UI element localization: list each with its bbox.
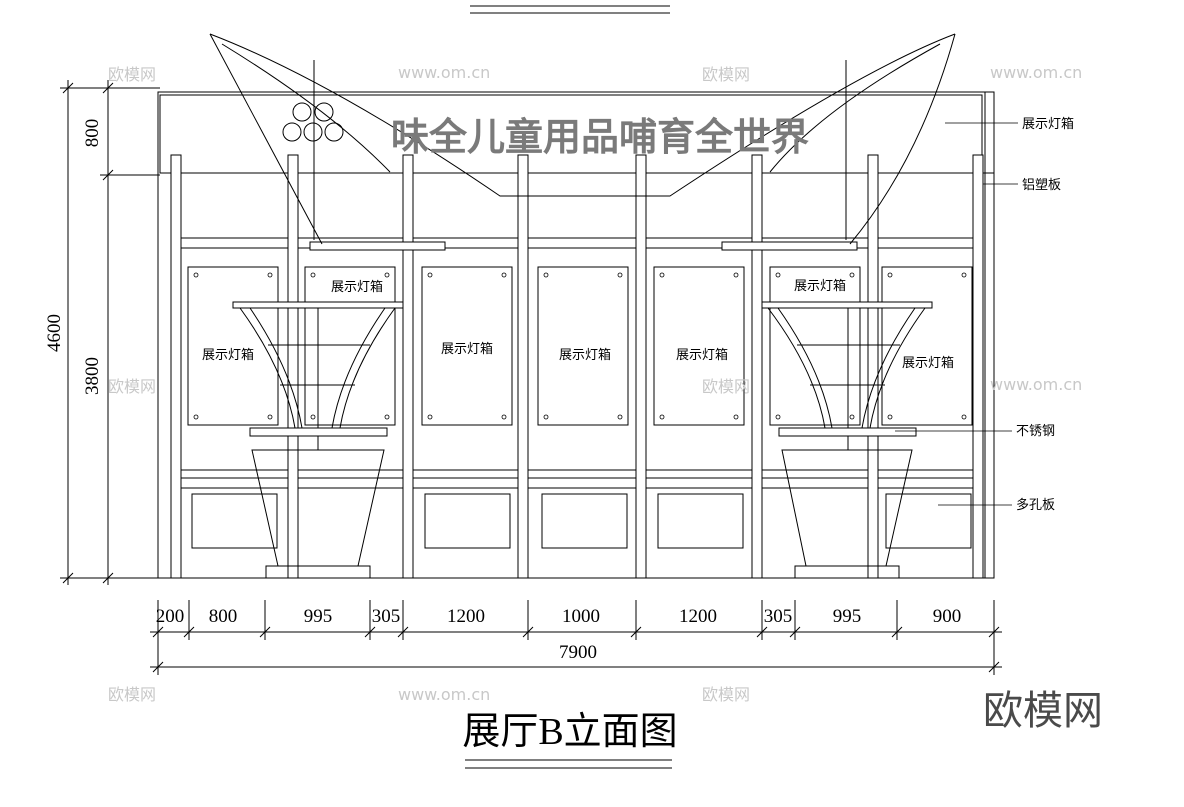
dim-h-3: 995 — [304, 606, 333, 627]
brand-logo — [282, 102, 344, 142]
dim-vertical-top: 800 — [82, 119, 103, 148]
watermark-logo: 欧模网 — [702, 685, 750, 704]
callout-aluminium-panel: 铝塑板 — [1022, 178, 1061, 193]
panel-labels: 展示灯箱 展示灯箱 展示灯箱 展示灯箱 展示灯箱 展示灯箱 展示灯箱 — [202, 278, 954, 371]
watermark-site: www.om.cn — [398, 63, 490, 82]
vertical-dimensions: 4600 800 3800 — [44, 80, 160, 585]
display-stand-left — [232, 301, 404, 579]
dim-h-4: 305 — [372, 606, 401, 627]
panel-label-7: 展示灯箱 — [902, 355, 954, 371]
dim-h-2: 800 — [209, 606, 238, 627]
dim-h-1: 200 — [156, 606, 185, 627]
panel-label-2: 展示灯箱 — [331, 279, 383, 295]
panel-label-3: 展示灯箱 — [441, 341, 493, 357]
callouts: 展示灯箱 铝塑板 不锈钢 多孔板 — [895, 116, 1074, 513]
watermark-site: www.om.cn — [990, 375, 1082, 394]
drawing-title: 展厅B立面图 — [462, 711, 678, 769]
panel-label-4: 展示灯箱 — [559, 347, 611, 363]
dim-h-total: 7900 — [559, 642, 597, 663]
brand-text: 味全儿童用品哺育全世界 — [391, 115, 809, 159]
dim-h-6: 1000 — [562, 606, 600, 627]
callout-stainless-steel: 不锈钢 — [1016, 424, 1055, 439]
dim-vertical-overall: 4600 — [44, 314, 65, 352]
panel-label-1: 展示灯箱 — [202, 347, 254, 363]
callout-lightbox: 展示灯箱 — [1022, 116, 1074, 132]
watermark-logo-large: 欧模网 — [983, 688, 1103, 734]
decorative-swoosh — [209, 33, 956, 245]
dim-h-5: 1200 — [447, 606, 485, 627]
watermark-logo: 欧模网 — [108, 377, 156, 396]
lower-boards — [191, 493, 972, 549]
columns — [170, 154, 984, 579]
watermarks: www.om.cn 欧模网 欧模网 www.om.cn 欧模网 欧模网 www.… — [108, 63, 1103, 734]
lightbox-panels — [187, 266, 973, 426]
watermark-logo: 欧模网 — [108, 685, 156, 704]
watermark-logo: 欧模网 — [702, 65, 750, 84]
display-stand-right — [761, 301, 933, 579]
dim-vertical-main: 3800 — [82, 357, 103, 395]
callout-perforated-board: 多孔板 — [1016, 497, 1055, 513]
panel-label-6: 展示灯箱 — [794, 278, 846, 294]
top-shelves — [309, 241, 858, 251]
dim-h-10: 900 — [933, 606, 962, 627]
drawing-title-text: 展厅B立面图 — [462, 711, 677, 753]
watermark-logo: 欧模网 — [702, 377, 750, 396]
dim-h-7: 1200 — [679, 606, 717, 627]
dim-h-8: 305 — [764, 606, 793, 627]
watermark-site: www.om.cn — [398, 685, 490, 704]
watermark-site: www.om.cn — [990, 63, 1082, 82]
panel-label-5: 展示灯箱 — [676, 347, 728, 363]
horizontal-dimensions: 200 800 995 305 1200 1000 1200 305 995 9… — [150, 600, 1002, 675]
top-center-mark — [470, 5, 670, 14]
dim-h-9: 995 — [833, 606, 862, 627]
watermark-logo: 欧模网 — [108, 65, 156, 84]
